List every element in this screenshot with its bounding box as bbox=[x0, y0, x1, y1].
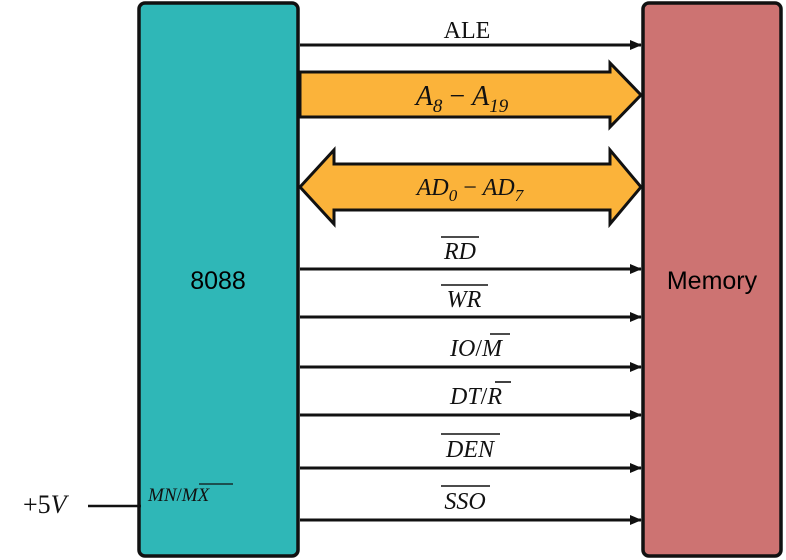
data-bus-arrow bbox=[297, 145, 643, 229]
dt-r-label: DT/R bbox=[449, 384, 502, 410]
memory-block bbox=[641, 1, 783, 558]
wr-label: WR bbox=[447, 287, 482, 313]
rd-label: RD bbox=[443, 239, 476, 265]
sso-label: SSO bbox=[444, 489, 485, 515]
memory-label: Memory bbox=[667, 267, 758, 295]
data-bus-label: AD0 − AD7 bbox=[415, 175, 525, 205]
den-label: DEN bbox=[445, 437, 496, 463]
mn-mx-label: MN/MX bbox=[147, 485, 211, 506]
supply-label: +5V bbox=[23, 490, 70, 519]
cpu-label: 8088 bbox=[190, 267, 246, 295]
ale-label: ALE bbox=[444, 18, 491, 44]
io-m-label: IO/M bbox=[449, 336, 504, 362]
address-bus-label: A8 − A19 bbox=[414, 81, 509, 117]
address-bus-arrow bbox=[298, 59, 644, 131]
cpu-block bbox=[137, 1, 300, 558]
